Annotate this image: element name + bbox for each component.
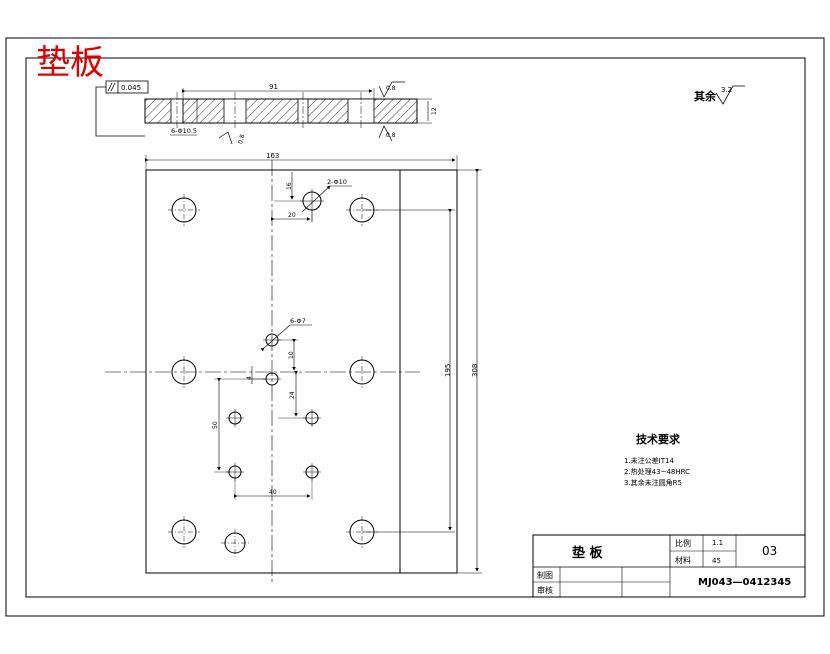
hole-callout-section: 6-Φ10.5 [171, 127, 197, 135]
section-view: 0.045 91 12 6-Φ10.5 0.8 0.8 [95, 80, 438, 145]
flatness-leader [95, 86, 145, 137]
flatness-value: 0.045 [121, 84, 141, 92]
roughness-other-icon [715, 85, 745, 105]
roughness-other-label: 其余 [694, 89, 717, 103]
tech-item: 1.未注公差IT14 [624, 456, 674, 465]
dim-top-offset-16: 16 [286, 182, 293, 190]
dim-plan-height-308: 308 [471, 364, 479, 377]
title-block [532, 534, 806, 598]
dim-plan-width-163: 163 [266, 152, 279, 160]
dim-left-height-50: 50 [212, 421, 219, 429]
small-holes [228, 333, 319, 479]
material-label: 材料 [675, 555, 691, 565]
roughness-left-icon [218, 131, 233, 145]
scale-label: 比例 [675, 538, 691, 548]
dim-4: 4 [246, 376, 253, 380]
roughness-bottom-value: 0.8 [386, 132, 396, 139]
scale-value: 1.1 [712, 539, 723, 547]
dim-bottom-width-40: 40 [269, 489, 277, 496]
roughness-bottom-icon [378, 125, 393, 142]
roughness-other: 其余 3.2 [694, 85, 745, 105]
small-hole-leader [260, 324, 291, 352]
drawing-number: MJ043—0412345 [698, 577, 791, 588]
tech-item: 3.其余未注圆角R5 [624, 478, 682, 487]
roughness-left-value: 0.8 [237, 134, 246, 145]
plan-view: 163 308 195 [105, 152, 482, 585]
pin-hole-leader [301, 185, 331, 213]
flatness-symbol-icon [107, 82, 113, 92]
part-name: 垫 板 [572, 545, 604, 561]
dim-thickness-12: 12 [431, 107, 438, 115]
roughness-top-icon [378, 81, 405, 98]
tech-item: 2.热处理43~48HRC [624, 467, 690, 476]
dim-10: 10 [288, 351, 295, 359]
large-holes [171, 197, 375, 554]
outer-border [5, 37, 825, 617]
drawing-title: 垫板 [36, 43, 104, 83]
tech-heading: 技术要求 [636, 432, 681, 446]
roughness-other-value: 3.2 [721, 86, 732, 94]
small-hole-callout: 6-Φ7 [290, 317, 306, 325]
roughness-top-value: 0.8 [386, 85, 396, 92]
dim-width-91: 91 [269, 83, 278, 91]
inner-border [25, 57, 806, 598]
reviewed-label: 审核 [537, 585, 553, 595]
pin-hole-callout: 2-Φ10 [327, 178, 347, 186]
tech-requirements: 技术要求 1.未注公差IT14 2.热处理43~48HRC 3.其余未注圆角R5 [624, 432, 690, 487]
dim-pin-offset-20: 20 [288, 212, 296, 219]
material-value: 45 [712, 557, 721, 565]
plate-outline [145, 169, 401, 574]
dim-inner-height-195: 195 [444, 364, 452, 377]
dim-24: 24 [289, 391, 296, 399]
sheet-number: 03 [762, 544, 777, 558]
plate-section [144, 98, 418, 124]
drawn-label: 制图 [537, 570, 553, 580]
